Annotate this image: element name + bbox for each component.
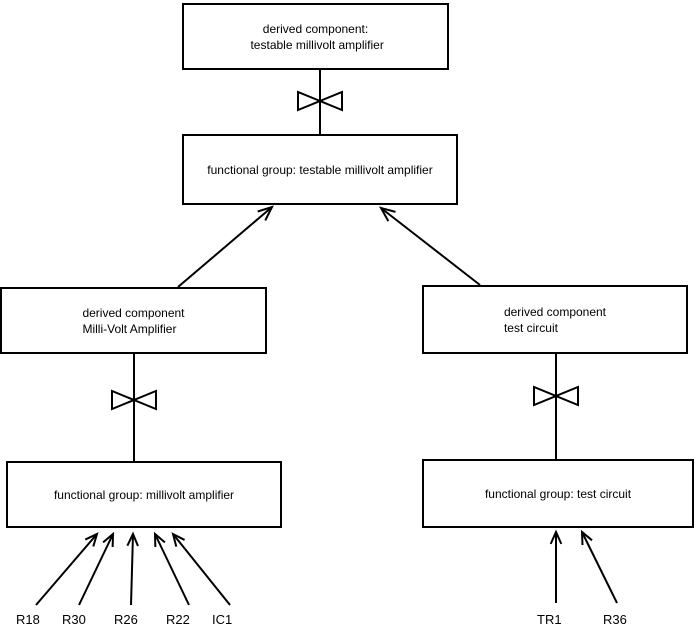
leaf-arrowhead-icon [153,531,166,548]
node-functional-group-millivolt-amplifier[interactable]: functional group: millivolt amplifier [6,461,282,528]
leaf-label-r22: R22 [166,612,190,627]
leaf-label-r18: R18 [16,612,40,627]
leaf-arrow-line [154,533,190,606]
node-label: derived component: testable millivolt am… [247,21,384,52]
inheritance-arrowhead-icon [378,206,396,222]
node-label: functional group: millivolt amplifier [53,487,235,502]
bowtie-right-triangle-icon [131,389,157,411]
leaf-arrow-line [130,533,134,606]
inheritance-arrow-line [380,207,481,286]
leaf-arrow-line [35,533,98,606]
leaf-arrowhead-icon [171,532,186,547]
bowtie-left-triangle-icon [533,385,559,407]
leaf-label-r26: R26 [114,612,138,627]
node-functional-group-testable-millivolt-amplifier[interactable]: functional group: testable millivolt amp… [182,134,458,205]
inheritance-arrow-line [177,206,273,288]
leaf-arrowhead-icon [549,529,563,545]
leaf-arrowhead-icon [102,531,115,548]
leaf-label-ic1: IC1 [212,612,233,627]
leaf-arrow-line [172,533,231,606]
node-label: functional group: testable millivolt amp… [207,162,433,177]
leaf-label-tr1: TR1 [537,612,562,627]
node-derived-testable-millivolt-amplifier[interactable]: derived component: testable millivolt am… [182,3,449,70]
leaf-arrow-line [581,531,618,604]
bowtie-right-triangle-icon [553,385,579,407]
bowtie-left-triangle-icon [111,389,137,411]
leaf-label-r36: R36 [603,612,627,627]
leaf-arrowhead-icon [84,532,99,547]
bowtie-right-triangle-icon [317,90,343,112]
leaf-label-r30: R30 [62,612,86,627]
node-functional-group-test-circuit[interactable]: functional group: test circuit [422,459,694,528]
bowtie-left-triangle-icon [297,90,323,112]
leaf-arrowhead-icon [126,531,139,547]
connector-group [35,70,618,606]
leaf-arrow-line [78,533,114,606]
inheritance-arrowhead-icon [257,205,274,221]
leaf-arrowhead-icon [580,529,593,546]
node-label: functional group: test circuit [484,486,632,501]
